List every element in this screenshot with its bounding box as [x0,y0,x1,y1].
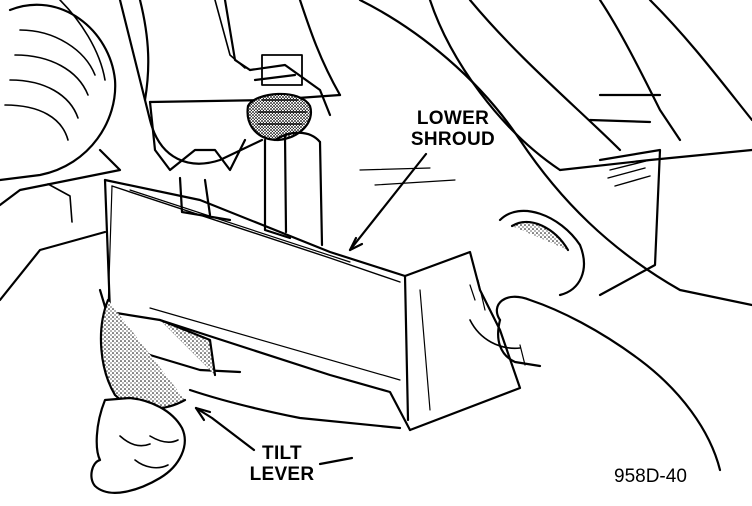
ignition-lock-cylinder [246,92,313,142]
tilt-lever [98,288,242,410]
tilt-lever-leader-line [194,406,354,466]
tilt-lever-label-line2: LEVER [249,464,315,485]
column-tube [178,131,324,247]
instrument-panel [0,0,752,302]
lower-shroud-label-line2: SHROUD [410,129,496,150]
left-hand [90,388,402,494]
right-hand [469,295,722,472]
tilt-lever-label-line1: TILT [262,443,302,464]
shading-strokes [359,167,526,366]
lower-shroud-leader-line [348,152,428,252]
air-vent [0,0,117,223]
lower-shroud-callout: LOWER SHROUD [398,108,508,150]
knee-bolster [498,148,662,297]
lower-shroud-label-line1: LOWER [416,108,490,129]
steering-wheel [118,0,752,307]
figure-id: 958D-40 [614,466,687,487]
lower-shroud [103,178,522,432]
tilt-lever-callout: TILT LEVER [246,443,318,485]
